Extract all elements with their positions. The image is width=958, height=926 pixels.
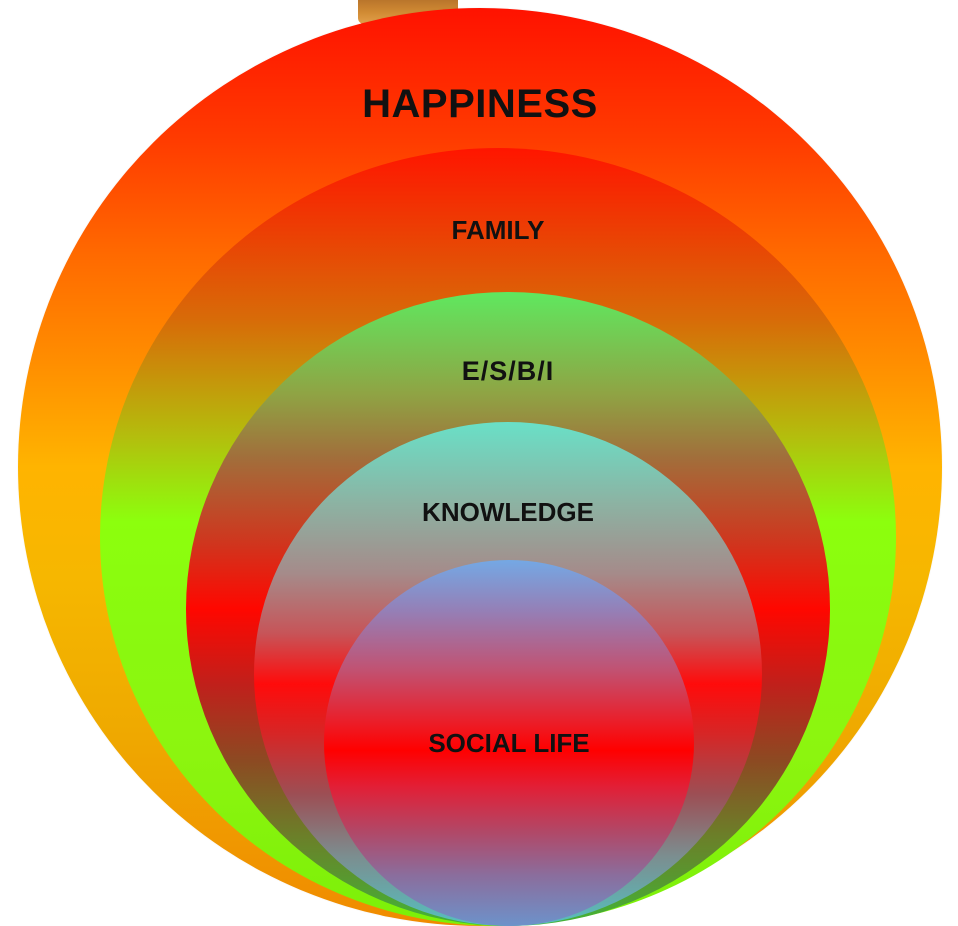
social-life-circle: SOCIAL LIFE xyxy=(324,560,694,926)
knowledge-label: KNOWLEDGE xyxy=(422,497,594,527)
social-life-label: SOCIAL LIFE xyxy=(428,728,590,758)
family-label: FAMILY xyxy=(451,215,545,245)
happiness-label: HAPPINESS xyxy=(362,82,598,126)
esbi-label: E/S/B/I xyxy=(461,356,555,386)
